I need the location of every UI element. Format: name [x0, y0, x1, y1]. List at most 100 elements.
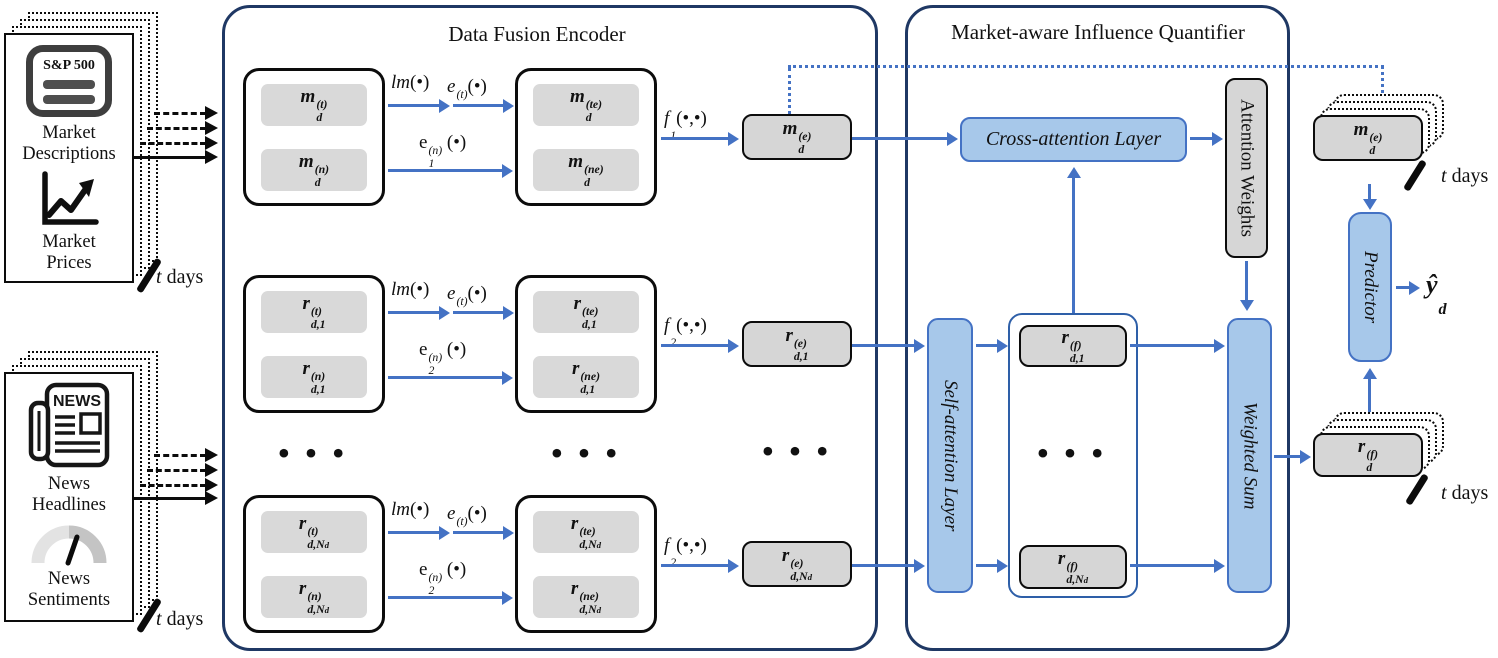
chip-rN-te: r(te)d,Nd — [533, 511, 639, 553]
chip-r1-te: r(te)d,1 — [533, 291, 639, 333]
chip-r1-t: r(t)d,1 — [261, 291, 367, 333]
op-lm-label: lm(•) — [391, 499, 430, 520]
predictor-label: Predictor — [1360, 250, 1381, 324]
sentiment-gauge-icon — [31, 525, 107, 566]
arrow-en — [388, 590, 513, 605]
ellipsis-dots: • • • — [551, 434, 621, 471]
market-prices-caption: Market Prices — [42, 232, 96, 274]
arrow-f1-to-weighted-sum — [1130, 338, 1225, 353]
ellipsis-dots: • • • — [762, 432, 832, 469]
arrow-fuse — [661, 558, 739, 573]
predictor-box: Predictor — [1348, 212, 1392, 362]
arrow-rfstack-to-predictor — [1362, 368, 1377, 432]
chip-m-t: m(t)d — [261, 84, 367, 126]
svg-text:NEWS: NEWS — [53, 393, 101, 410]
self-attention-label: Self-attention Layer — [940, 379, 961, 532]
chip-r1-ne: r(ne)d,1 — [533, 356, 639, 398]
ellipsis-dots: • • • — [1037, 434, 1107, 471]
arrow-et — [453, 305, 514, 320]
cross-attention-layer-box: Cross-attention Layer — [960, 117, 1187, 162]
arrow-en — [388, 163, 513, 178]
news-input-arrow-dashed-1 — [154, 448, 218, 462]
encoder-row-news-1: r(t)d,1 r(n)d,1 lm(•) e(t)(•) e(n)2 (•) … — [0, 275, 1498, 415]
market-source-card: S&P 500 Market Descriptions Market Price… — [4, 33, 134, 283]
weighted-sum-label: Weighted Sum — [1239, 401, 1261, 510]
op-et-label: e(t)(•) — [447, 283, 487, 309]
chip-m-te: m(te)d — [533, 84, 639, 126]
chip-rN-t: r(t)d,Nd — [261, 511, 367, 553]
market-prices-chart-icon — [42, 171, 99, 226]
news-sentiments-caption: News Sentiments — [27, 569, 111, 611]
op-en-label: e(n)2 (•) — [419, 559, 467, 597]
op-lm-label: lm(•) — [391, 279, 430, 300]
self-attention-layer-box: Self-attention Layer — [927, 318, 973, 593]
arrow-predictor-to-yhat — [1396, 280, 1420, 295]
arrow-et — [453, 98, 514, 113]
market-descriptions-caption: Market Descriptions — [22, 123, 116, 164]
r-stack-tdays-label: t days — [1441, 482, 1489, 504]
market-input-arrow-dashed-1 — [154, 106, 218, 120]
arrow-fuse — [661, 338, 739, 353]
fused-box-r1-e: r(e)d,1 — [742, 321, 852, 367]
newspaper-icon: NEWS — [28, 382, 110, 468]
dotted-connector-vertical-right — [1381, 65, 1384, 107]
arrow-et — [453, 525, 514, 540]
ellipsis-dots: • • • — [278, 434, 348, 471]
encoder-title: Data Fusion Encoder — [448, 22, 626, 46]
sp500-icon: S&P 500 — [26, 45, 112, 117]
news-input-arrow-solid — [133, 491, 218, 505]
op-en-label: e(n)1 (•) — [419, 132, 467, 170]
weighted-sum-box: Weighted Sum — [1227, 318, 1272, 593]
chip-r1-n: r(n)d,1 — [261, 356, 367, 398]
chip-rN-ne: r(ne)d,Nd — [533, 576, 639, 618]
attention-weights-box: Attention Weights — [1225, 78, 1268, 258]
op-en-label: e(n)2 (•) — [419, 339, 467, 377]
arrow-cross-attn-to-weights — [1190, 131, 1223, 146]
data-fusion-encoder-container — [222, 5, 878, 651]
quantifier-title: Market-aware Influence Quantifier — [951, 20, 1245, 44]
arrow-r1e-to-self-attention — [852, 338, 925, 353]
chip-m-n: m(n)d — [261, 149, 367, 191]
encoder-row-news-Nd: r(t)d,Nd r(n)d,Nd lm(•) e(t)(•) e(n)2 (•… — [0, 495, 1498, 635]
news-tdays-label: t days — [156, 608, 204, 630]
news-input-arrow-dashed-3 — [140, 478, 218, 492]
news-input-arrow-dashed-2 — [147, 463, 218, 477]
arrow-fuse — [661, 131, 739, 146]
m-stack-tdays-label: t days — [1441, 165, 1489, 187]
arrow-container-to-cross-attention — [1066, 167, 1081, 313]
arrow-self-attn-to-fN — [976, 558, 1008, 573]
fused-box-rN-e: r(e)d,Nd — [742, 541, 852, 587]
arrow-en — [388, 370, 513, 385]
dotted-connector-horizontal — [788, 65, 1384, 68]
market-tdays-label: t days — [156, 266, 204, 288]
op-et-label: e(t)(•) — [447, 76, 487, 102]
chip-rN-n: r(n)d,Nd — [261, 576, 367, 618]
sp500-bar — [43, 95, 95, 104]
m-e-stack-box: m(e)d — [1313, 115, 1423, 161]
f-box-r1: r(f)d,1 — [1019, 325, 1127, 367]
attention-weights-label: Attention Weights — [1236, 99, 1258, 237]
arrow-me-to-cross-attention — [852, 131, 958, 146]
arrow-self-attn-to-f1 — [976, 338, 1008, 353]
sp500-label: S&P 500 — [43, 58, 95, 73]
market-input-arrow-dashed-3 — [140, 136, 218, 150]
arrow-mstack-to-predictor — [1362, 184, 1377, 210]
arrow-lm — [388, 305, 450, 320]
op-lm-label: lm(•) — [391, 72, 430, 93]
chip-m-ne: m(ne)d — [533, 149, 639, 191]
r-f-stack-box: r(f)d — [1313, 433, 1423, 477]
market-input-arrow-dashed-2 — [147, 121, 218, 135]
market-input-arrow-solid — [133, 150, 218, 164]
arrow-weighted-sum-to-rf-stack — [1274, 449, 1311, 464]
arrow-rNe-to-self-attention — [852, 558, 925, 573]
cross-attention-label: Cross-attention Layer — [985, 128, 1162, 150]
fused-news-container — [1008, 313, 1138, 598]
fused-box-m-e: m(e)d — [742, 114, 852, 160]
dotted-connector-vertical-left — [788, 68, 791, 114]
sp500-bar — [43, 80, 95, 89]
